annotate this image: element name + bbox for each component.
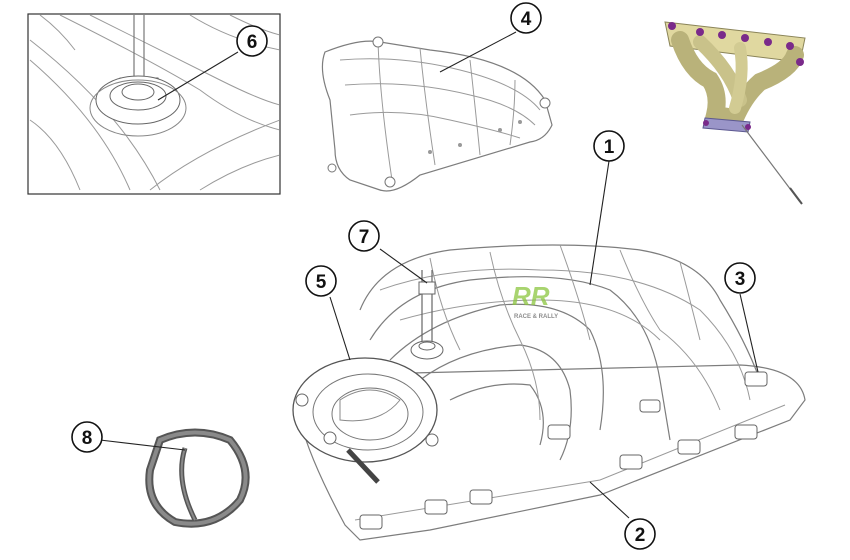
gasket-drawing — [145, 428, 250, 528]
callout-7: 7 — [348, 220, 380, 252]
callout-4: 4 — [510, 2, 542, 34]
callout-6: 6 — [236, 25, 268, 57]
callout-5: 5 — [305, 265, 337, 297]
callout-label-2: 2 — [635, 525, 646, 546]
leader-lines — [99, 31, 759, 519]
logo-tagline: RACE & RALLY — [514, 314, 558, 320]
callout-label-1: 1 — [604, 137, 615, 158]
callout-label-4: 4 — [521, 9, 532, 30]
callout-label-8: 8 — [82, 428, 93, 449]
callout-label-5: 5 — [316, 272, 327, 293]
callout-3: 3 — [724, 262, 756, 294]
callout-label-7: 7 — [359, 227, 370, 248]
callout-1: 1 — [593, 130, 625, 162]
logo-letters: RR — [512, 281, 550, 311]
callout-2: 2 — [624, 518, 656, 550]
callout-label-6: 6 — [247, 32, 258, 53]
assembled-header-thumbnail — [664, 21, 806, 205]
race-and-rally-logo: RR RACE & RALLY — [512, 281, 558, 320]
callout-label-3: 3 — [735, 269, 746, 290]
callout-8: 8 — [71, 421, 103, 453]
heat-shield-drawing — [321, 36, 553, 192]
exhaust-manifold-drawing — [292, 244, 806, 541]
